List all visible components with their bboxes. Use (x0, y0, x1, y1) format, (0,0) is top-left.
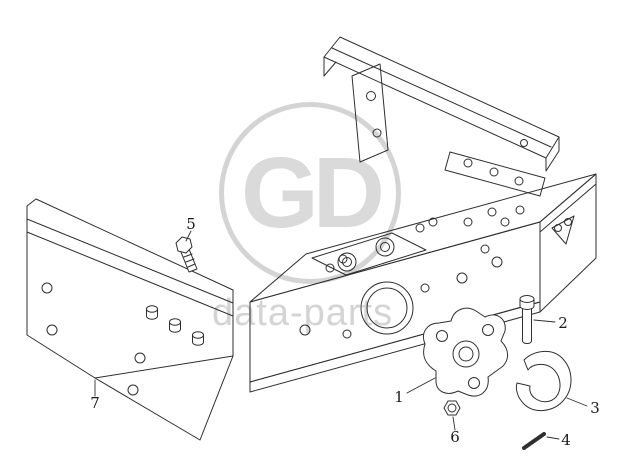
small-pin-part4-drawing (522, 432, 546, 450)
hex-nut-part6-drawing (443, 400, 461, 416)
callout-2: 2 (558, 314, 568, 332)
callout-5: 5 (186, 215, 196, 233)
callout-3: 3 (590, 399, 600, 417)
leader-lines (94, 230, 588, 440)
hex-bolt-part5-drawing (175, 236, 198, 273)
callout-6: 6 (450, 428, 460, 446)
watermark-logo-circle: GD (219, 102, 401, 284)
crossmember-beam-drawing (249, 173, 597, 393)
tow-bracket-part1-drawing (423, 307, 508, 397)
watermark-logo-text: GD (241, 137, 385, 249)
left-channel-bracket-drawing (26, 198, 234, 441)
top-rail-drawing (323, 36, 560, 172)
callout-4: 4 (561, 431, 571, 449)
pin-part2-drawing (519, 295, 535, 344)
mounted-bolts-drawing (146, 305, 204, 346)
tow-hook-part3-drawing (515, 351, 572, 411)
right-support-bracket-drawing (444, 151, 546, 197)
callout-7: 7 (90, 394, 100, 412)
callout-1: 1 (394, 388, 404, 406)
support-strap-drawing (351, 63, 389, 163)
